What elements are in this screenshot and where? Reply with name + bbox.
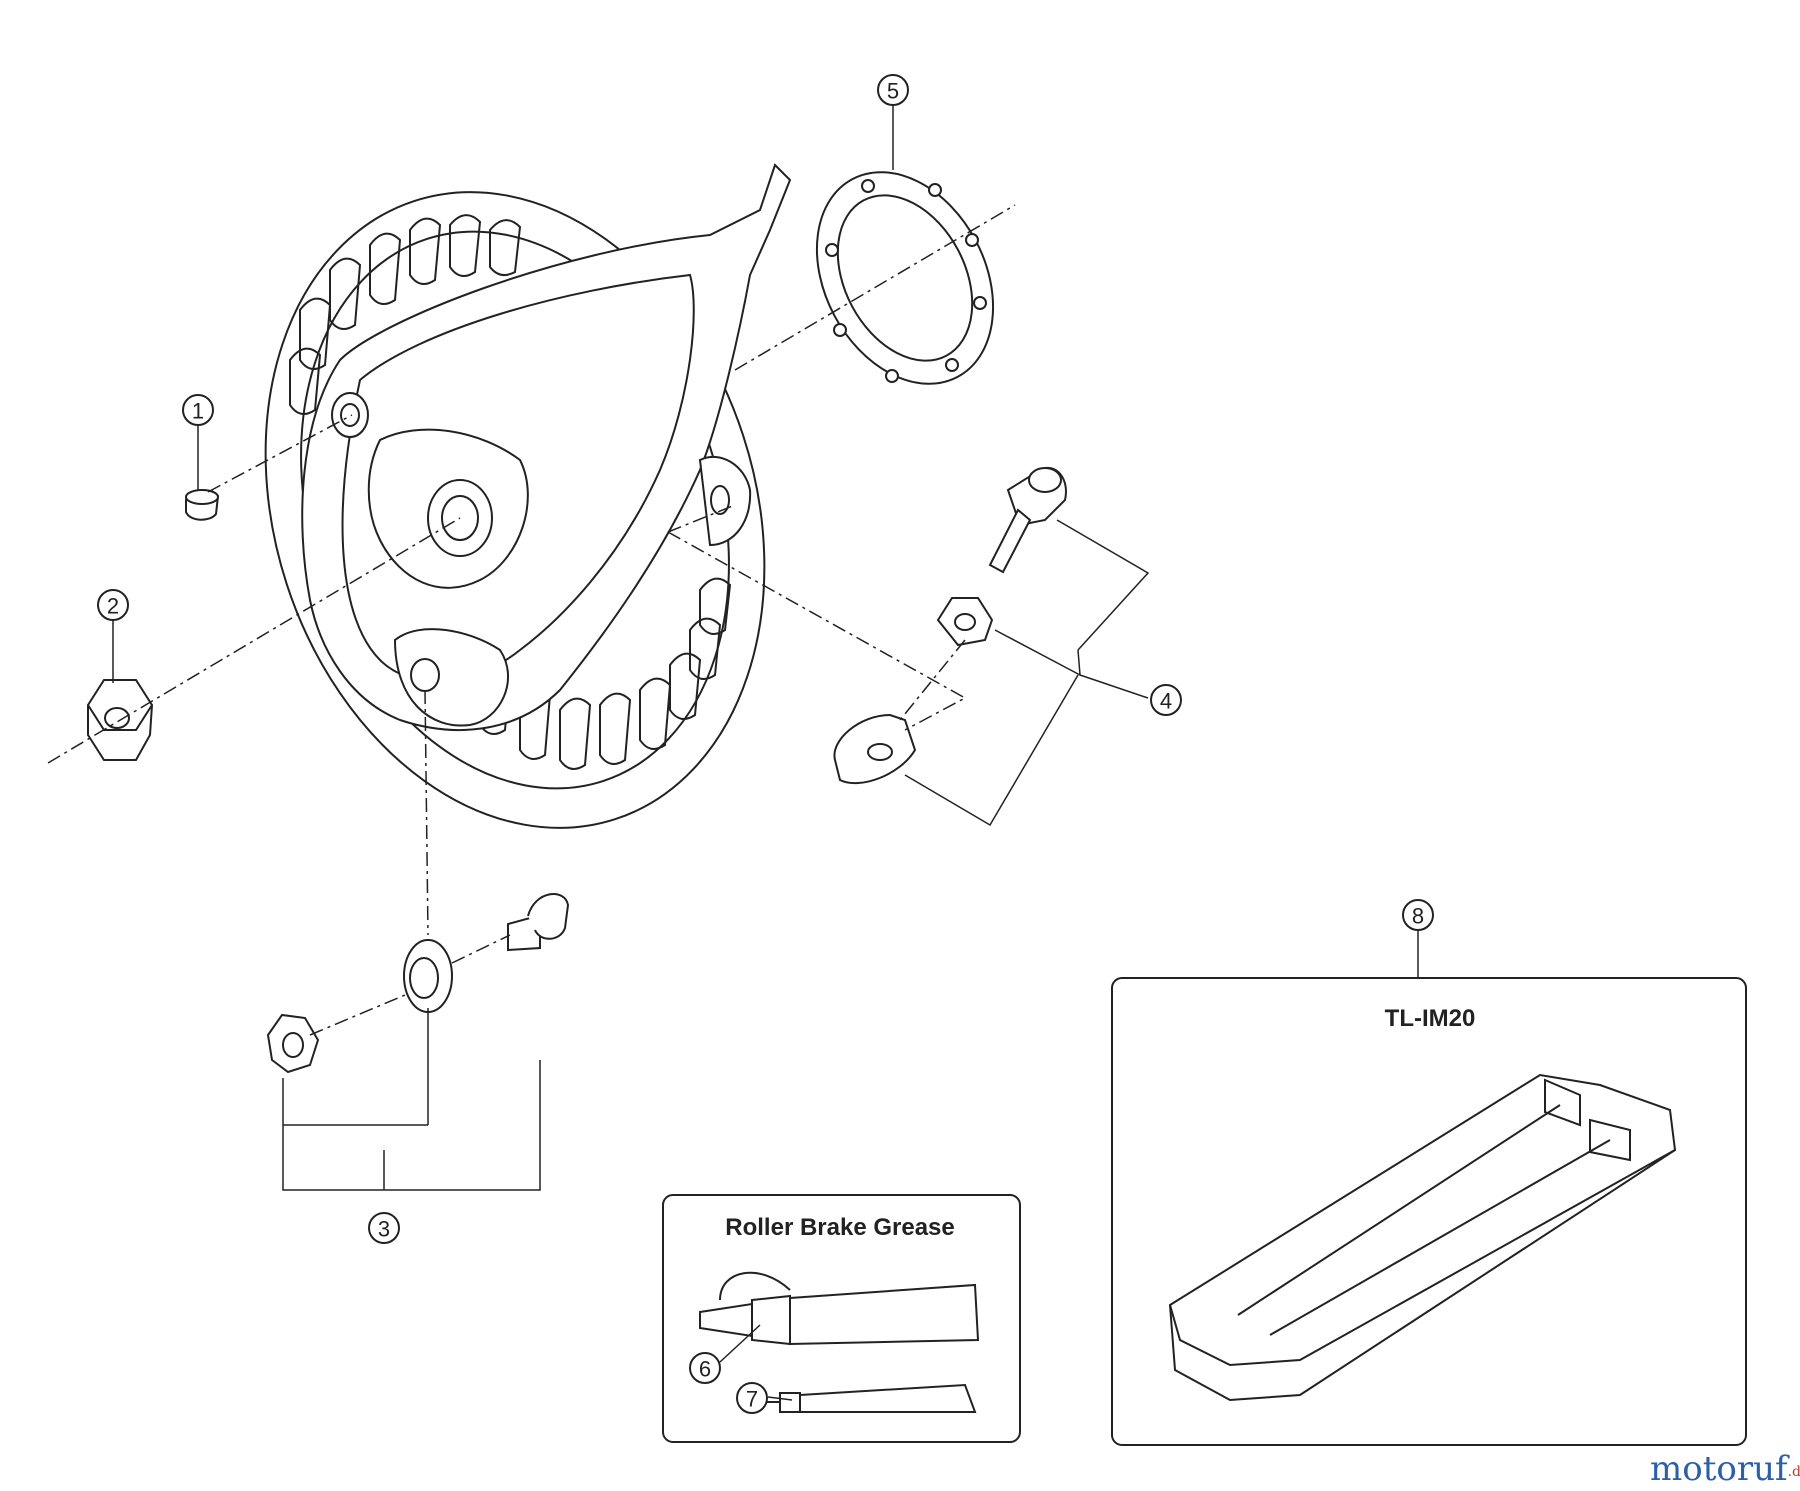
part-5-seal-ring-drawing: [815, 171, 995, 385]
tool-box-title: TL-IM20: [1385, 1005, 1476, 1032]
grease-box-title: Roller Brake Grease: [725, 1214, 954, 1241]
part-1-cap-drawing: [185, 489, 220, 521]
callout-7-label: 7: [746, 1387, 758, 1412]
callout-2-label: 2: [107, 594, 119, 619]
callout-6: 6: [689, 1352, 721, 1384]
callout-7: 7: [736, 1382, 768, 1414]
callout-5-label: 5: [887, 79, 899, 104]
callout-6-label: 6: [699, 1357, 711, 1382]
callout-8: 8: [1402, 899, 1434, 931]
callout-5: 5: [877, 74, 909, 106]
callout-1-label: 1: [192, 399, 204, 424]
callout-1: 1: [182, 394, 214, 426]
grease-box: [662, 1194, 1021, 1443]
callout-4-label: 4: [1160, 689, 1172, 714]
part-3-assembly-drawing: [266, 893, 570, 1074]
grease-tube-drawing: [699, 1271, 980, 1346]
watermark-suffix: .de: [1788, 1464, 1800, 1480]
callout-2: 2: [97, 589, 129, 621]
callout-8-label: 8: [1412, 904, 1424, 929]
guide-lines: [47, 105, 1419, 1401]
svg-text:motoruf.de: motoruf.de: [1650, 1449, 1800, 1489]
callout-3-label: 3: [378, 1217, 390, 1242]
part-4-assembly-drawing: [833, 467, 1067, 785]
watermark-text: motoruf: [1650, 1449, 1790, 1489]
callout-4: 4: [1150, 684, 1182, 716]
tool-drawing: [1168, 1073, 1677, 1402]
tool-box: [1111, 977, 1747, 1446]
brake-unit-drawing: [264, 163, 792, 829]
small-grease-tube-drawing: [740, 1383, 977, 1413]
watermark-logo: motoruf.de: [1650, 1449, 1800, 1489]
callout-3: 3: [368, 1212, 400, 1244]
